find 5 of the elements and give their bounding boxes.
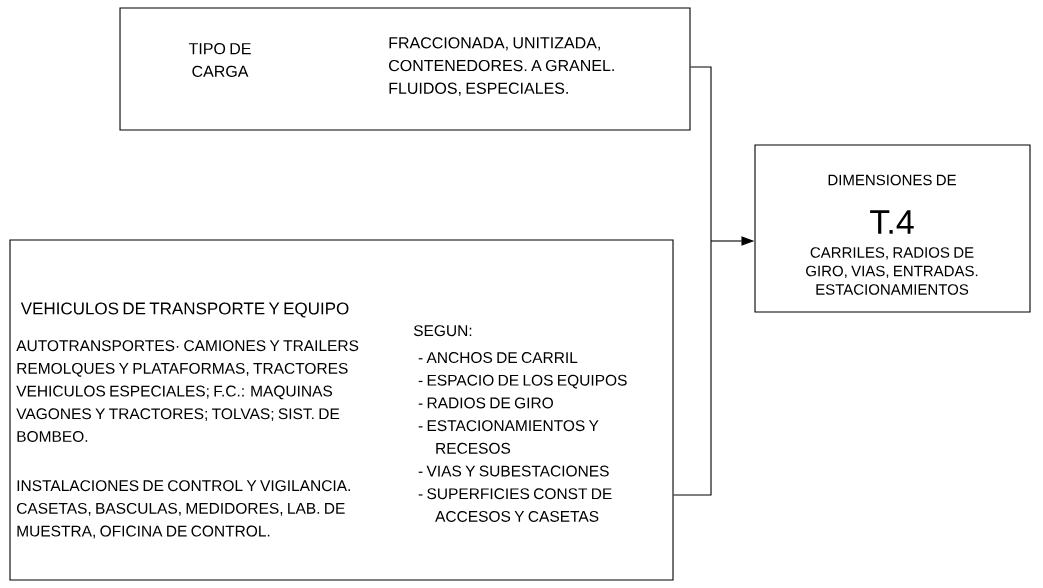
process-box: VEHICULOS DE TRANSPORTE Y EQUIPO AUTOTRANSPORTES· CAMIONES Y TRAILERS REMOLQUES Y PLATAFORMAS, TRACTORES VEHICULOS ESPECIALES; F.C.: MAQUINAS VAGONES Y TRACTORES; TOLVAS; SIST. DE BOMBEO. INSTALACIONES DE CONTROL Y VIGILANCIA. CASETAS, BASCULAS, MEDIDORES, LAB. DE MUESTRA, OFICINA DE CONTROL. SEGUN: - ANCHOS DE CARRIL - ESPACIO DE LOS EQUIPOS - RADIOS DE GIRO - ESTACIONAMIENTOS Y RECESOS - VIAS Y SUBESTACIONES - SUPERFICIES CONST DE ACCESOS Y CASETAS: [9, 239, 674, 581]
connector-line: [690, 66, 712, 242]
process-box: TIPO DE CARGA FRACCIONADA, UNITIZADA, CONTENEDORES. A GRANEL. FLUIDOS, ESPECIALES.: [119, 7, 691, 131]
process-box: DIMENSIONES DE T.4 CARRILES, RADIOS DE GIRO, VIAS, ENTRADAS. ESTACIONAMIENTOS: [754, 144, 1031, 313]
connector-line: [673, 240, 712, 496]
